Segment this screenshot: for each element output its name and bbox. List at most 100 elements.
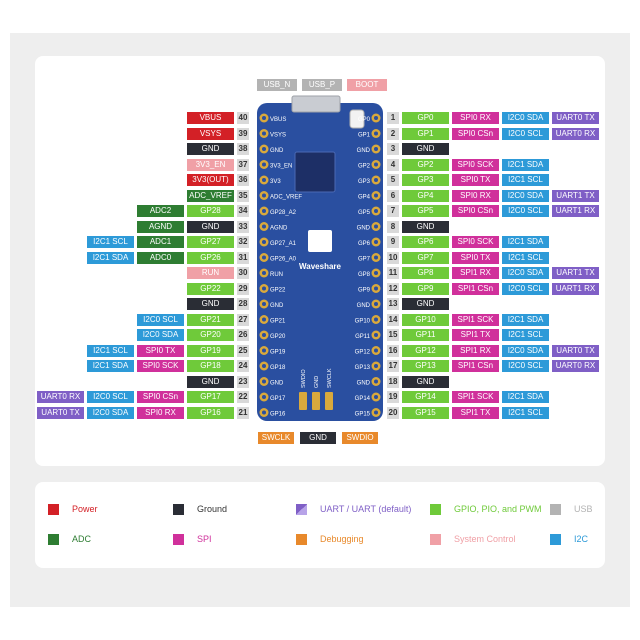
pin-label-adc: ADC_VREF	[187, 189, 234, 202]
pin-label-spi: SPI0 CSn	[452, 127, 499, 140]
pin-number: 21	[237, 406, 249, 419]
pin-label-i2c: I2C1 SCL	[502, 174, 549, 186]
pin-number: 10	[387, 251, 399, 264]
pin-number: 24	[237, 360, 249, 372]
pin-label-gpio: GP0	[402, 112, 449, 124]
pin-number: 31	[237, 251, 249, 264]
pin-label-i2c: I2C0 SCL	[502, 127, 549, 140]
pin-label-ground: GND	[187, 375, 234, 388]
legend-label: Ground	[197, 504, 228, 514]
top-label-usb: USB_P	[302, 79, 342, 91]
pin-label-ground: GND	[402, 143, 449, 155]
pin-label-power: VBUS	[187, 112, 234, 124]
pin-label-ground: GND	[402, 298, 449, 310]
pin-label-ground: GND	[187, 220, 234, 233]
pin-label-gpio: GP14	[402, 391, 449, 403]
pin-label-spi: SPI1 RX	[452, 344, 499, 357]
pin-label-uart: UART0 TX	[37, 406, 84, 419]
legend-label: UART / UART (default)	[320, 504, 412, 514]
pin-label-i2c: I2C0 SCL	[502, 205, 549, 217]
legend-swatch	[173, 534, 184, 545]
pin-number: 16	[387, 344, 399, 357]
pin-label-ground: GND	[187, 298, 234, 310]
pin-label-i2c: I2C0 SCL	[137, 313, 184, 326]
pin-label-i2c: I2C1 SDA	[87, 251, 134, 264]
pin-label-gpio: GP8	[402, 267, 449, 279]
pin-label-gpio: GP28	[187, 205, 234, 217]
pin-number: 8	[387, 220, 399, 233]
pin-label-power: 3V3(OUT)	[187, 174, 234, 186]
pin-label-adc: ADC2	[137, 205, 184, 217]
pin-label-spi: SPI1 TX	[452, 329, 499, 341]
pin-label-ground: GND	[402, 220, 449, 233]
pin-label-uart: UART0 RX	[552, 360, 599, 372]
pin-label-gpio: GP1	[402, 127, 449, 140]
legend-card	[35, 482, 605, 568]
pin-number: 25	[237, 344, 249, 357]
pin-label-spi: SPI1 SCK	[452, 313, 499, 326]
pin-label-i2c: I2C0 SDA	[137, 329, 184, 341]
pin-label-i2c: I2C1 SCL	[502, 406, 549, 419]
pin-label-gpio: GP26	[187, 251, 234, 264]
pin-label-spi: SPI1 CSn	[452, 360, 499, 372]
pin-label-i2c: I2C1 SCL	[87, 344, 134, 357]
pin-label-gpio: GP2	[402, 158, 449, 171]
pin-label-ground: GND	[187, 143, 234, 155]
pin-label-ground: GND	[402, 375, 449, 388]
pin-number: 40	[237, 112, 249, 124]
pin-number: 4	[387, 158, 399, 171]
legend-label: Debugging	[320, 534, 364, 544]
legend-label: USB	[574, 504, 593, 514]
pin-number: 26	[237, 329, 249, 341]
pin-label-uart: UART0 RX	[37, 391, 84, 403]
pin-number: 20	[387, 406, 399, 419]
pin-number: 34	[237, 205, 249, 217]
top-label-usb: USB_N	[257, 79, 297, 91]
pin-label-i2c: I2C1 SCL	[502, 329, 549, 341]
pin-number: 38	[237, 143, 249, 155]
pin-label-sysctl: 3V3_EN	[187, 158, 234, 171]
pin-label-i2c: I2C0 SDA	[502, 189, 549, 202]
pin-number: 12	[387, 282, 399, 295]
pin-label-i2c: I2C0 SCL	[502, 360, 549, 372]
pin-label-uart: UART1 RX	[552, 282, 599, 295]
pin-number: 35	[237, 189, 249, 202]
pin-label-gpio: GP17	[187, 391, 234, 403]
pin-label-i2c: I2C1 SDA	[502, 391, 549, 403]
pin-number: 39	[237, 127, 249, 140]
pin-label-spi: SPI0 RX	[452, 112, 499, 124]
pin-label-spi: SPI1 TX	[452, 406, 499, 419]
pin-label-gpio: GP6	[402, 236, 449, 248]
pin-label-gpio: GP12	[402, 344, 449, 357]
pin-number: 18	[387, 375, 399, 388]
pin-number: 37	[237, 158, 249, 171]
bottom-label-debug: SWCLK	[258, 432, 294, 444]
legend-label: GPIO, PIO, and PWM	[454, 504, 542, 514]
pin-label-gpio: GP18	[187, 360, 234, 372]
pin-label-uartd: UART0 TX	[552, 112, 599, 124]
legend-swatch	[48, 504, 59, 515]
pin-label-spi: SPI0 TX	[137, 344, 184, 357]
pin-label-spi: SPI0 TX	[452, 174, 499, 186]
pin-number: 32	[237, 236, 249, 248]
pin-label-i2c: I2C0 SDA	[87, 406, 134, 419]
bottom-label-debug: SWDIO	[342, 432, 378, 444]
pin-label-spi: SPI1 CSn	[452, 282, 499, 295]
legend-swatch	[173, 504, 184, 515]
pin-number: 36	[237, 174, 249, 186]
pin-number: 9	[387, 236, 399, 248]
pin-number: 19	[387, 391, 399, 403]
pin-label-adc: AGND	[137, 220, 184, 233]
pin-number: 17	[387, 360, 399, 372]
pin-label-i2c: I2C0 SCL	[502, 282, 549, 295]
pin-label-i2c: I2C0 SDA	[502, 344, 549, 357]
pin-number: 2	[387, 127, 399, 140]
pin-label-spi: SPI0 SCK	[452, 236, 499, 248]
pin-number: 30	[237, 267, 249, 279]
legend-label: SPI	[197, 534, 212, 544]
pin-number: 5	[387, 174, 399, 186]
pin-label-gpio: GP19	[187, 344, 234, 357]
legend-swatch	[550, 534, 561, 545]
pin-label-spi: SPI0 CSn	[137, 391, 184, 403]
legend-swatch	[430, 534, 441, 545]
